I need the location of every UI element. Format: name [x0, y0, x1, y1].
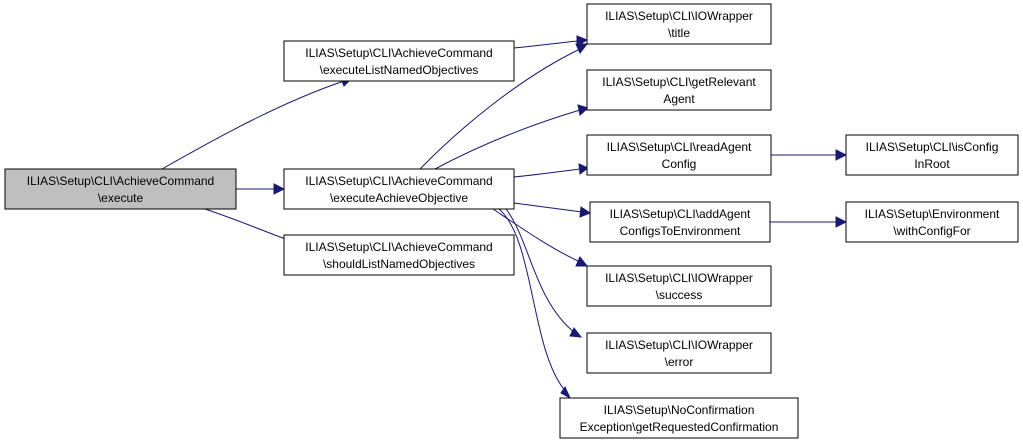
node-io-error-line1: ILIAS\Setup\CLI\IOWrapper [605, 338, 753, 352]
node-environment-with-config-for[interactable]: ILIAS\Setup\Environment \withConfigFor [845, 201, 1019, 243]
node-io-title-line2: \title [668, 26, 690, 40]
node-get-agent-line2: Agent [663, 92, 695, 106]
node-execute-line1: ILIAS\Setup\CLI\AchieveCommand [27, 174, 214, 188]
node-add-configs-line1: ILIAS\Setup\CLI\addAgent [610, 207, 751, 221]
edge-execute-to-list-named [161, 75, 352, 170]
node-should-list-line1: ILIAS\Setup\CLI\AchieveCommand [305, 240, 492, 254]
node-env-config-line2: \withConfigFor [893, 224, 970, 238]
node-no-confirm-line2: Exception\getRequestedConfirmation [580, 420, 779, 434]
node-io-error-line2: \error [665, 355, 694, 369]
node-no-confirm-line1: ILIAS\Setup\NoConfirmation [604, 403, 755, 417]
edge-achieve-to-no-confirm [498, 208, 572, 400]
edge-achieve-to-read-config [513, 163, 589, 178]
edge-execute-to-achieve-objective [236, 183, 286, 195]
edge-add-configs-to-env-config [770, 216, 848, 228]
node-execute-list-named-objectives[interactable]: ILIAS\Setup\CLI\AchieveCommand \executeL… [283, 40, 515, 82]
node-execute-achieve-objective[interactable]: ILIAS\Setup\CLI\AchieveCommand \executeA… [283, 168, 515, 210]
node-get-relevant-agent[interactable]: ILIAS\Setup\CLI\getRelevant Agent [586, 69, 772, 111]
node-should-list-line2: \shouldListNamedObjectives [323, 257, 475, 271]
node-add-agent-configs[interactable]: ILIAS\Setup\CLI\addAgent ConfigsToEnviro… [589, 201, 771, 243]
node-is-config-line2: InRoot [914, 157, 950, 171]
edge-achieve-to-add-configs [513, 202, 592, 218]
node-io-success-line2: \success [656, 288, 703, 302]
node-is-config-in-root[interactable]: ILIAS\Setup\CLI\isConfig InRoot [845, 134, 1019, 176]
node-get-agent-line1: ILIAS\Setup\CLI\getRelevant [602, 75, 756, 89]
node-read-config-line2: Config [662, 157, 697, 171]
node-read-config-line1: ILIAS\Setup\CLI\readAgent [607, 140, 752, 154]
node-io-title-line1: ILIAS\Setup\CLI\IOWrapper [605, 9, 753, 23]
edge-achieve-to-io-success [492, 208, 589, 267]
node-list-named-line2: \executeListNamedObjectives [320, 63, 479, 77]
node-iowrapper-title[interactable]: ILIAS\Setup\CLI\IOWrapper \title [586, 3, 772, 45]
node-iowrapper-success[interactable]: ILIAS\Setup\CLI\IOWrapper \success [586, 265, 772, 307]
edge-achieve-to-io-error [505, 208, 583, 338]
node-achieve-line1: ILIAS\Setup\CLI\AchieveCommand [305, 174, 492, 188]
node-add-configs-line2: ConfigsToEnvironment [620, 224, 741, 238]
node-should-list-named-objectives[interactable]: ILIAS\Setup\CLI\AchieveCommand \shouldLi… [283, 234, 515, 276]
node-achieve-line2: \executeAchieveObjective [330, 191, 468, 205]
node-is-config-line1: ILIAS\Setup\CLI\isConfig [866, 140, 999, 154]
edge-achieve-to-get-agent [434, 104, 590, 170]
edge-read-config-to-is-config [771, 149, 848, 161]
node-no-confirmation-exception[interactable]: ILIAS\Setup\NoConfirmation Exception\get… [559, 397, 799, 439]
node-list-named-line1: ILIAS\Setup\CLI\AchieveCommand [305, 46, 492, 60]
node-execute[interactable]: ILIAS\Setup\CLI\AchieveCommand \execute [4, 168, 237, 210]
edge-list-named-to-io-title [513, 35, 589, 49]
node-io-success-line1: ILIAS\Setup\CLI\IOWrapper [605, 271, 753, 285]
node-iowrapper-error[interactable]: ILIAS\Setup\CLI\IOWrapper \error [586, 332, 772, 374]
node-env-config-line1: ILIAS\Setup\Environment [865, 207, 1000, 221]
edge-achieve-to-io-title [419, 43, 589, 170]
node-execute-line2: \execute [98, 191, 144, 205]
node-read-agent-config[interactable]: ILIAS\Setup\CLI\readAgent Config [586, 134, 772, 176]
